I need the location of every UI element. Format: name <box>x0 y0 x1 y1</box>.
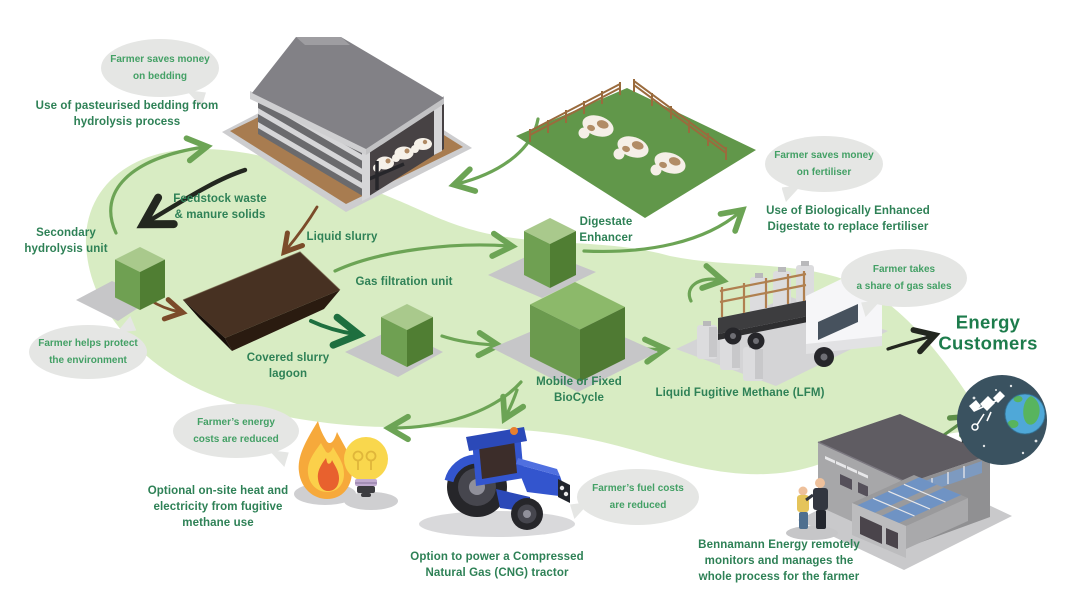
label-energy-customers: Energy Customers <box>938 311 1038 354</box>
label-gas-filtration: Gas filtration unit <box>355 275 453 288</box>
cow-field-illustration <box>516 79 756 218</box>
bubble-text: Farmer saves money on fertiliser <box>774 149 874 179</box>
speech-bubble-gas-sales: Farmer takes a share of gas sales <box>841 249 967 317</box>
label-biocycle: Mobile or Fixed BioCycle <box>536 375 622 404</box>
flame-icon <box>298 421 353 499</box>
speech-bubble-energy-costs: Farmer’s energy costs are reduced <box>173 404 299 467</box>
label-enhanced-digestate: Use of Biologically Enhanced Digestate t… <box>766 204 930 233</box>
speech-bubble-bedding: Farmer saves money on bedding <box>101 39 219 107</box>
lightbulb-icon <box>344 437 388 497</box>
arrow-field-to-barn <box>448 117 540 194</box>
arrow-bedding-to-barn <box>109 135 213 235</box>
arrow-feedstock-waste <box>136 167 248 229</box>
arrow-filtration-to-biocycle <box>440 330 504 359</box>
satellite-icon <box>969 391 1005 431</box>
fence <box>529 79 727 160</box>
digestate-enhancer-illustration <box>524 218 576 288</box>
lfm-truck-illustration <box>676 261 888 386</box>
arrow-to-energy-customers <box>886 327 941 355</box>
ground-gas-tanks <box>697 321 763 381</box>
cng-tractor-illustration <box>419 427 575 537</box>
secondary-hydrolysis-unit-illustration <box>115 247 165 310</box>
biocycle-unit-illustration <box>530 282 625 382</box>
arrow-truck-loading <box>687 263 729 303</box>
label-feedstock-waste: Feedstock waste & manure solids <box>173 192 267 221</box>
barn-illustration <box>222 37 472 212</box>
speech-bubble-fertiliser: Farmer saves money on fertiliser <box>765 136 883 202</box>
label-cng-tractor: Option to power a Compressed Natural Gas… <box>410 550 584 579</box>
field-cows <box>578 115 686 176</box>
speech-bubble-fuel-costs: Farmer’s fuel costs are reduced <box>570 469 699 525</box>
label-secondary-hydrolysis: Secondary hydrolysis unit <box>24 226 108 255</box>
bubble-text: Farmer saves money on bedding <box>110 53 210 83</box>
label-lfm: Liquid Fugitive Methane (LFM) <box>655 386 825 399</box>
label-pasteurised-bedding: Use of pasteurised bedding from hydrolys… <box>35 99 219 128</box>
bed-rails <box>719 271 807 317</box>
bubble-text: Farmer helps protect the environment <box>38 337 138 367</box>
gas-filtration-unit-illustration <box>381 304 433 367</box>
energy-building-illustration <box>786 414 1012 570</box>
arrow-lagoon-to-enhancer <box>333 230 518 273</box>
label-onsite-heat: Optional on-site heat and electricity fr… <box>147 484 289 530</box>
earth-icon <box>1005 394 1045 434</box>
heat-electricity-icons <box>294 421 398 510</box>
satellite-earth-icon <box>957 375 1047 465</box>
arrow-biocycle-to-tractor <box>500 388 527 424</box>
farmer-handshake-illustration <box>786 478 838 540</box>
label-liquid-slurry: Liquid slurry <box>306 230 378 243</box>
speech-bubble-environment: Farmer helps protect the environment <box>29 316 147 379</box>
arrow-biocycle-to-heat <box>383 380 523 443</box>
bubble-text: Farmer’s energy costs are reduced <box>193 416 279 446</box>
covered-slurry-lagoon-illustration <box>182 251 341 351</box>
arrow-lagoon-to-filtration <box>309 313 367 349</box>
label-bennamann: Bennamann Energy remotely monitors and m… <box>698 538 860 584</box>
bubble-text: Farmer takes a share of gas sales <box>856 263 952 293</box>
label-covered-lagoon: Covered slurry lagoon <box>246 351 330 380</box>
label-digestate-enhancer: Digestate Enhancer <box>579 215 633 244</box>
arrow-enhancer-to-field <box>582 206 747 254</box>
flow-arrows <box>109 117 985 465</box>
bubble-text: Farmer’s fuel costs are reduced <box>592 482 684 512</box>
arrow-liquid-slurry <box>281 205 319 256</box>
